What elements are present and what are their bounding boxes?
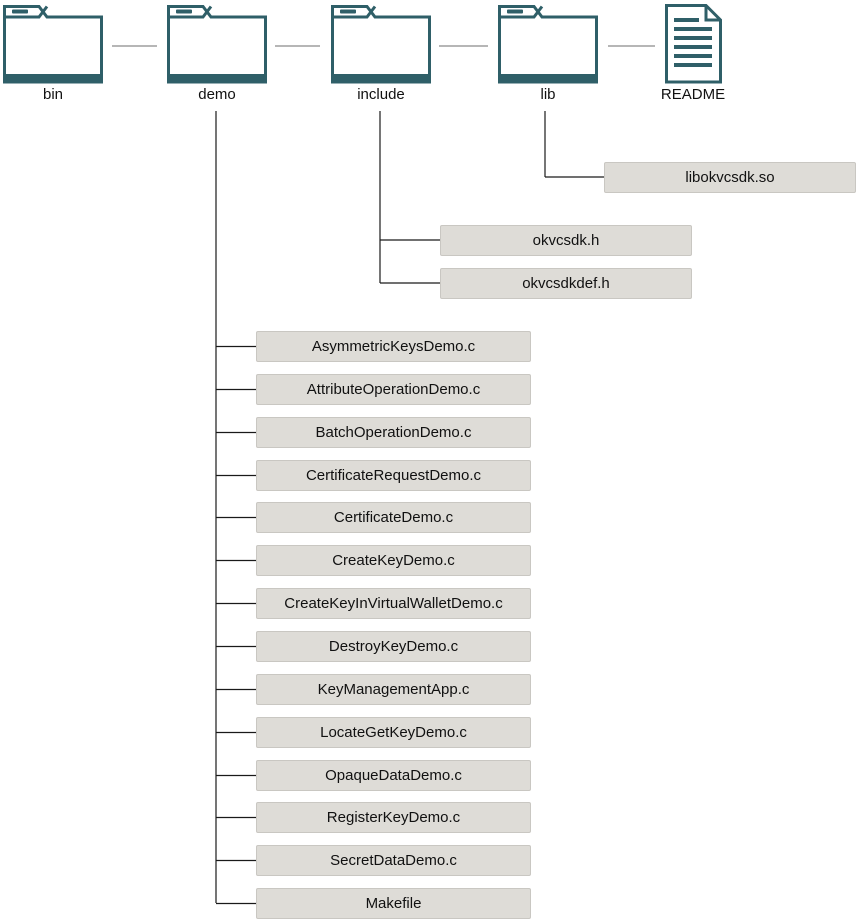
file-box-libokvcsdk: libokvcsdk.so [604, 162, 856, 193]
folder-label-include: include [357, 86, 405, 103]
file-label-readme: README [660, 86, 726, 103]
tree-connectors [215, 111, 604, 905]
folder-label-bin: bin [42, 86, 64, 103]
folder-icon [167, 5, 267, 84]
document-icon [665, 4, 722, 84]
folder-label-lib: lib [540, 86, 556, 103]
file-box-demo: LocateGetKeyDemo.c [256, 717, 531, 748]
file-box-okvcsdk-h: okvcsdk.h [440, 225, 692, 256]
file-box-demo: CreateKeyInVirtualWalletDemo.c [256, 588, 531, 619]
folder-label-demo: demo [198, 86, 236, 103]
folder-icon [331, 5, 431, 84]
folder-icon [3, 5, 103, 84]
file-box-demo: OpaqueDataDemo.c [256, 760, 531, 791]
file-box-okvcsdkdef-h: okvcsdkdef.h [440, 268, 692, 299]
file-box-demo: SecretDataDemo.c [256, 845, 531, 876]
file-box-demo: CertificateDemo.c [256, 502, 531, 533]
file-box-demo: CertificateRequestDemo.c [256, 460, 531, 491]
file-box-demo: AsymmetricKeysDemo.c [256, 331, 531, 362]
file-box-demo: RegisterKeyDemo.c [256, 802, 531, 833]
file-box-demo: AttributeOperationDemo.c [256, 374, 531, 405]
file-box-demo: CreateKeyDemo.c [256, 545, 531, 576]
file-box-demo: KeyManagementApp.c [256, 674, 531, 705]
file-box-demo: Makefile [256, 888, 531, 919]
folder-icon [498, 5, 598, 84]
file-box-demo: DestroyKeyDemo.c [256, 631, 531, 662]
file-box-demo: BatchOperationDemo.c [256, 417, 531, 448]
